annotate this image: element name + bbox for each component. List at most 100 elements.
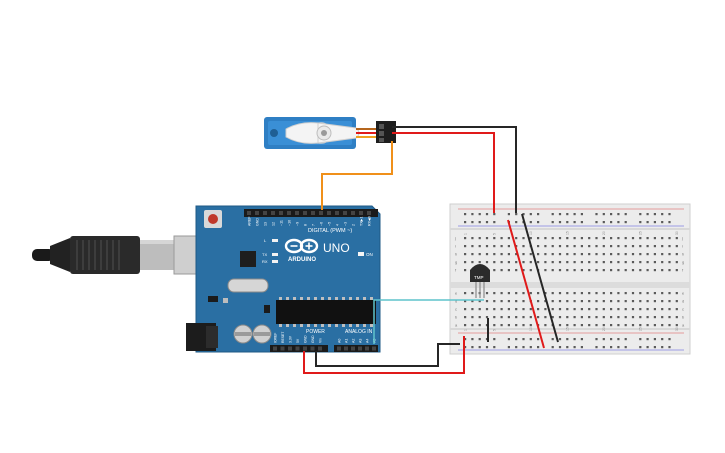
breadboard-hole[interactable] [602, 261, 605, 264]
breadboard-hole[interactable] [588, 292, 591, 295]
breadboard-hole[interactable] [558, 292, 562, 295]
breadboard-hole[interactable] [580, 213, 583, 216]
breadboard-hole[interactable] [617, 338, 620, 341]
breadboard-hole[interactable] [646, 245, 649, 248]
breadboard-hole[interactable] [485, 237, 489, 240]
breadboard-hole[interactable] [485, 316, 489, 319]
breadboard-hole[interactable] [595, 237, 598, 240]
breadboard-hole[interactable] [522, 308, 525, 311]
breadboard-hole[interactable] [617, 308, 620, 311]
breadboard-hole[interactable] [537, 300, 540, 303]
breadboard-hole[interactable] [551, 308, 554, 311]
breadboard-hole[interactable] [515, 292, 518, 295]
breadboard-hole[interactable] [646, 324, 649, 327]
temperature-sensor[interactable] [470, 264, 490, 298]
breadboard-hole[interactable] [653, 324, 656, 327]
wire-5v-power[interactable] [303, 336, 465, 374]
breadboard-hole[interactable] [522, 269, 525, 272]
breadboard-hole[interactable] [529, 213, 532, 216]
breadboard-hole[interactable] [580, 253, 583, 256]
breadboard-hole[interactable] [522, 245, 525, 248]
breadboard-hole[interactable] [610, 221, 613, 224]
breadboard-hole[interactable] [675, 237, 678, 240]
breadboard-hole[interactable] [544, 324, 547, 327]
breadboard-hole[interactable] [610, 308, 613, 311]
breadboard-hole[interactable] [507, 253, 510, 256]
breadboard-hole[interactable] [529, 316, 532, 319]
breadboard-hole[interactable] [595, 300, 598, 303]
breadboard-hole[interactable] [464, 253, 467, 256]
breadboard-hole[interactable] [631, 237, 635, 240]
breadboard-hole[interactable] [515, 324, 518, 327]
breadboard-hole[interactable] [558, 300, 562, 303]
breadboard-hole[interactable] [639, 213, 642, 216]
breadboard-hole[interactable] [551, 300, 554, 303]
breadboard-hole[interactable] [493, 316, 496, 319]
breadboard-hole[interactable] [624, 261, 627, 264]
breadboard-hole[interactable] [529, 221, 532, 224]
breadboard-hole[interactable] [522, 261, 525, 264]
header-pin[interactable] [263, 211, 267, 215]
breadboard-hole[interactable] [595, 346, 598, 349]
breadboard-hole[interactable] [464, 245, 467, 248]
breadboard-hole[interactable] [537, 308, 540, 311]
breadboard-hole[interactable] [493, 269, 496, 272]
breadboard-hole[interactable] [537, 316, 540, 319]
breadboard-hole[interactable] [624, 316, 627, 319]
breadboard-hole[interactable] [602, 338, 605, 341]
header-pin[interactable] [319, 211, 323, 215]
breadboard-hole[interactable] [566, 308, 569, 311]
breadboard-hole[interactable] [493, 308, 496, 311]
breadboard-hole[interactable] [471, 292, 474, 295]
breadboard-hole[interactable] [580, 261, 583, 264]
breadboard-hole[interactable] [493, 261, 496, 264]
breadboard-hole[interactable] [551, 338, 554, 341]
breadboard-hole[interactable] [515, 316, 518, 319]
breadboard-hole[interactable] [464, 292, 467, 295]
breadboard-hole[interactable] [617, 346, 620, 349]
breadboard-hole[interactable] [537, 346, 540, 349]
breadboard-hole[interactable] [515, 221, 518, 224]
breadboard-hole[interactable] [661, 213, 664, 216]
header-pin[interactable] [372, 346, 376, 351]
breadboard-hole[interactable] [639, 269, 642, 272]
breadboard-hole[interactable] [617, 221, 620, 224]
breadboard-hole[interactable] [500, 300, 503, 303]
breadboard-hole[interactable] [493, 346, 496, 349]
breadboard-hole[interactable] [558, 308, 562, 311]
breadboard-hole[interactable] [566, 338, 569, 341]
breadboard-hole[interactable] [610, 338, 613, 341]
breadboard-hole[interactable] [529, 269, 532, 272]
breadboard-hole[interactable] [529, 292, 532, 295]
breadboard-hole[interactable] [595, 316, 598, 319]
breadboard-hole[interactable] [529, 324, 532, 327]
breadboard-hole[interactable] [500, 292, 503, 295]
breadboard-hole[interactable] [551, 253, 554, 256]
breadboard-hole[interactable] [653, 213, 656, 216]
breadboard-hole[interactable] [464, 300, 467, 303]
wire-servo-power[interactable] [392, 132, 495, 213]
breadboard-hole[interactable] [544, 261, 547, 264]
breadboard-hole[interactable] [580, 269, 583, 272]
breadboard-hole[interactable] [580, 292, 583, 295]
breadboard-hole[interactable] [573, 221, 576, 224]
breadboard-hole[interactable] [558, 221, 562, 224]
breadboard-hole[interactable] [624, 269, 627, 272]
breadboard-hole[interactable] [544, 269, 547, 272]
breadboard-hole[interactable] [478, 253, 481, 256]
breadboard-hole[interactable] [573, 338, 576, 341]
breadboard-hole[interactable] [522, 253, 525, 256]
breadboard-hole[interactable] [668, 245, 671, 248]
breadboard-hole[interactable] [551, 221, 554, 224]
breadboard-hole[interactable] [631, 269, 635, 272]
breadboard-hole[interactable] [573, 308, 576, 311]
breadboard-hole[interactable] [675, 261, 678, 264]
breadboard-hole[interactable] [675, 269, 678, 272]
breadboard-hole[interactable] [646, 338, 649, 341]
breadboard-hole[interactable] [544, 292, 547, 295]
breadboard-hole[interactable] [544, 308, 547, 311]
breadboard-hole[interactable] [551, 213, 554, 216]
breadboard-hole[interactable] [551, 292, 554, 295]
breadboard-hole[interactable] [624, 308, 627, 311]
wire-sensor-signal[interactable] [373, 299, 484, 344]
